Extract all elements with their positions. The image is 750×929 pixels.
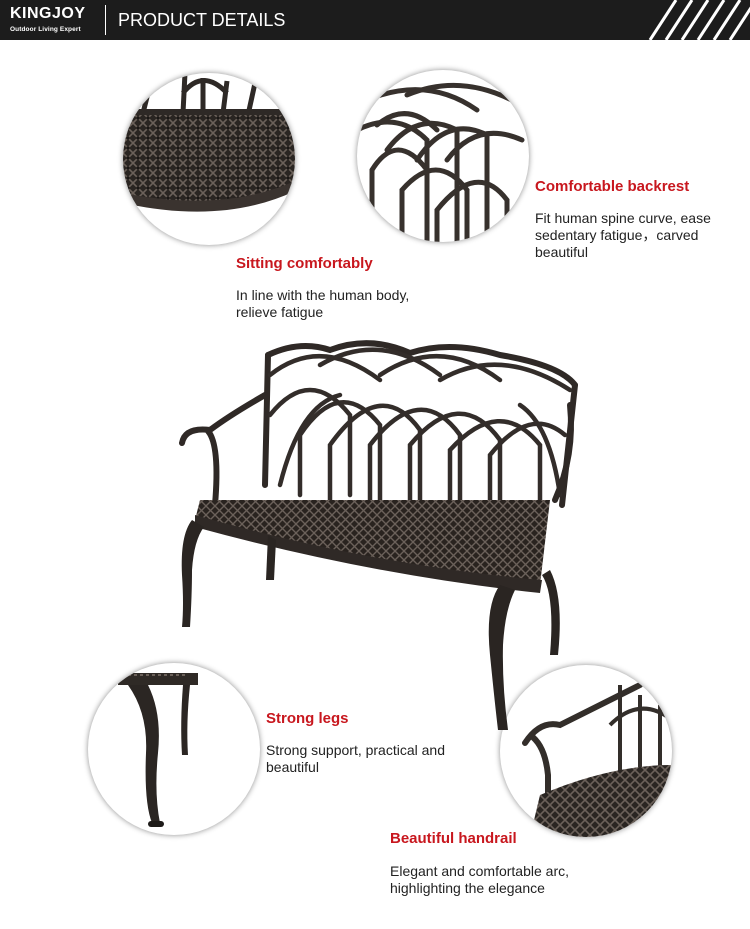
feature-title-backrest: Comfortable backrest bbox=[535, 178, 690, 195]
seat-detail-image bbox=[123, 73, 295, 245]
feature-title-handrail: Beautiful handrail bbox=[390, 830, 517, 847]
leg-detail-image bbox=[88, 663, 260, 835]
brand-logo: KINGJOY Outdoor Living Expert bbox=[10, 5, 86, 34]
feature-desc-legs: Strong support, practical and beautiful bbox=[266, 742, 445, 775]
backrest-detail-image bbox=[357, 70, 529, 242]
section-title: PRODUCT DETAILS bbox=[118, 10, 286, 30]
feature-desc-seat: In line with the human body, relieve fat… bbox=[236, 287, 410, 320]
feature-desc-backrest: Fit human spine curve, ease sedentary fa… bbox=[535, 210, 711, 260]
brand-tagline: Outdoor Living Expert bbox=[10, 26, 81, 33]
feature-title-seat: Sitting comfortably bbox=[236, 255, 373, 272]
feature-title-legs: Strong legs bbox=[266, 710, 349, 727]
brand-name: KINGJOY bbox=[10, 5, 86, 22]
bench-product-image bbox=[179, 340, 578, 730]
handrail-detail-image bbox=[500, 665, 672, 837]
header-bar: KINGJOY Outdoor Living Expert PRODUCT DE… bbox=[0, 0, 750, 40]
header-divider bbox=[105, 5, 106, 35]
feature-desc-handrail: Elegant and comfortable arc, highlightin… bbox=[390, 863, 569, 896]
decorative-stripes bbox=[648, 0, 750, 40]
